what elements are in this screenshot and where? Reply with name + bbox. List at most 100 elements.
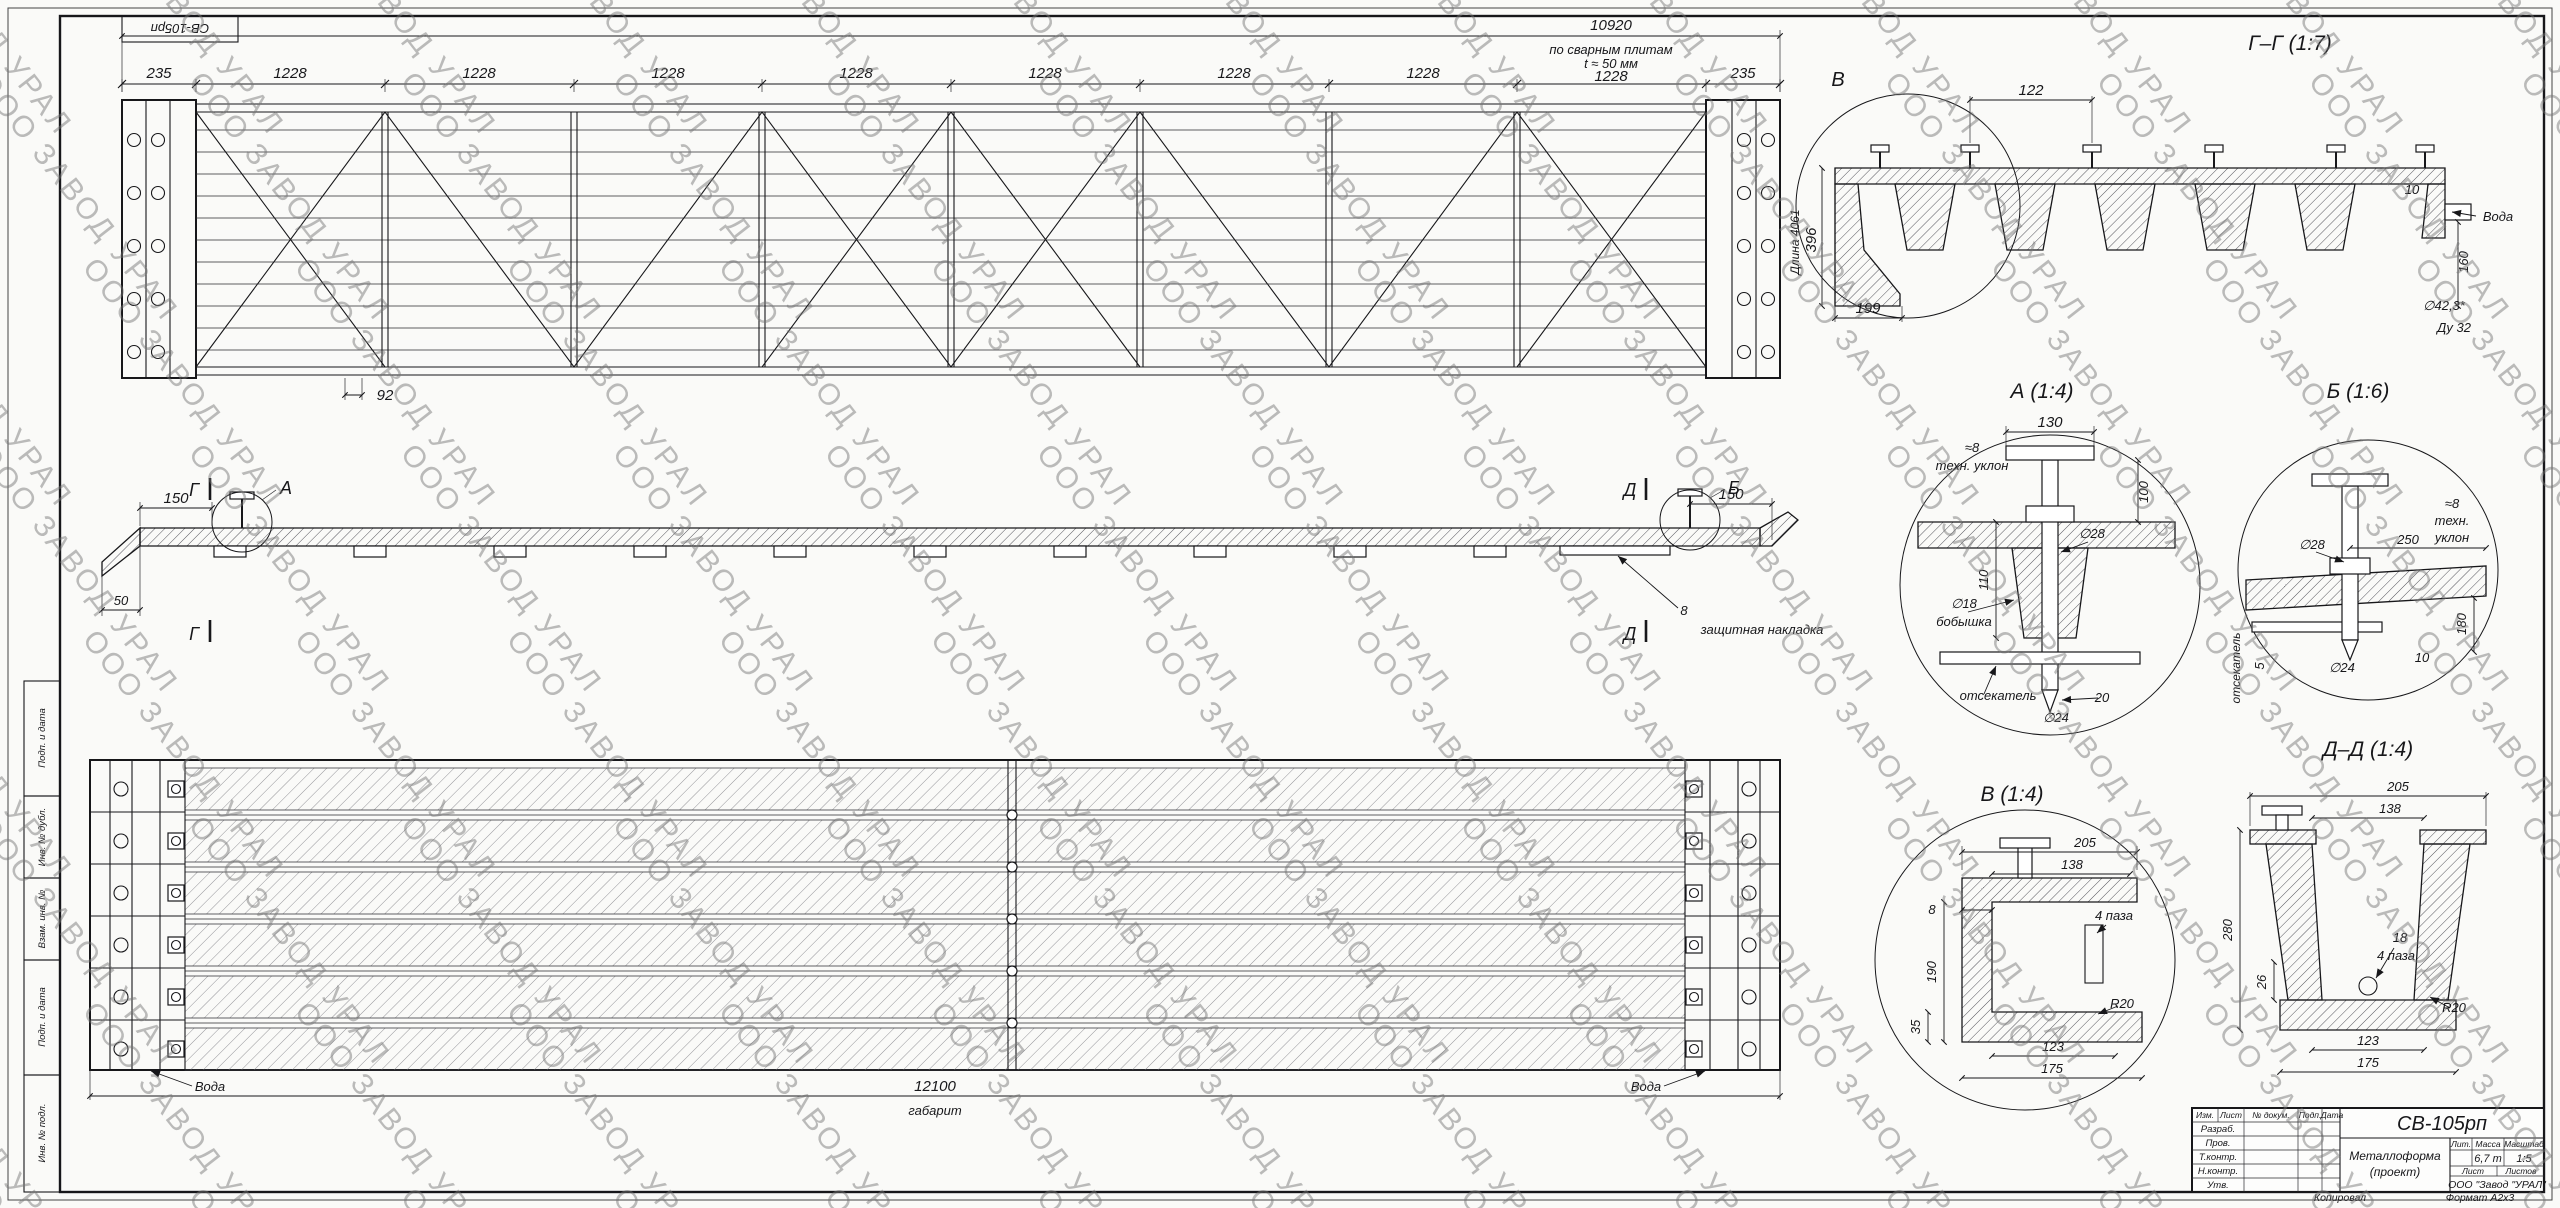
detail-mark: В (1831, 69, 1844, 91)
dim-label: 123 (2357, 1033, 2379, 1048)
tb-name: Металлоформа (2349, 1149, 2441, 1163)
dim-label: 5 (2252, 662, 2267, 670)
anchor-bolts (1870, 144, 2435, 168)
tb-col: Лист (2219, 1110, 2242, 1120)
note-water: Вода (1631, 1079, 1661, 1094)
end-clamp-right (1705, 99, 1781, 379)
dim-label: 150 (1718, 486, 1744, 503)
tb-col: Изм. (2196, 1110, 2214, 1120)
note-boss: бобышка (1936, 614, 1992, 629)
section-gg: Г–Г (1:7) 122 396 Длина 4061 199 10 Вода… (1788, 32, 2513, 335)
dim-label: 1228 (462, 65, 496, 82)
dim-label: ∅24 (2329, 660, 2355, 675)
tb-col: Подп. (2299, 1110, 2322, 1120)
dim-label: 175 (2357, 1055, 2379, 1070)
dim-label: 250 (2396, 532, 2419, 547)
note-length: Длина 4061 (1788, 209, 1802, 276)
dim-label: 8 (1680, 603, 1688, 618)
dim-label: 1228 (651, 65, 685, 82)
note-slots: 4 паза (2377, 948, 2415, 963)
detail-mark: А (279, 478, 292, 498)
dim-label: 205 (2386, 779, 2409, 794)
note-slots: 4 паза (2095, 908, 2133, 923)
dim-label: 110 (1976, 569, 1991, 590)
dim-label: 235 (1729, 65, 1756, 82)
dim-label: 123 (2042, 1039, 2064, 1054)
tb-kopiroval: Копировал (2314, 1192, 2366, 1204)
note-water: Вода (195, 1079, 225, 1094)
dim-label: 92 (377, 387, 394, 404)
view-title: Б (1:6) (2327, 380, 2390, 403)
dim-label: 10 (2415, 650, 2430, 665)
dim-label: 138 (2379, 801, 2401, 816)
tb-label: Масса (2475, 1139, 2500, 1149)
note-pad: защитная накладка (1700, 622, 1824, 637)
dim-label: 20 (2094, 690, 2110, 705)
dim-label: 205 (2073, 835, 2096, 850)
tb-label: Масштаб (2504, 1139, 2545, 1149)
dim-label: 26 (2254, 974, 2269, 990)
dim-label: 235 (145, 65, 172, 82)
margin-label: Подп. и дата (37, 987, 48, 1046)
tb-row: Т.контр. (2199, 1152, 2237, 1163)
dim-label: 150 (163, 490, 189, 507)
note-cutoff: отсекатель (2229, 633, 2243, 704)
dim-label: 280 (2220, 918, 2235, 941)
dim-note: габарит (908, 1103, 961, 1118)
dim-label: 1228 (1028, 65, 1062, 82)
dim-label: 10 (2405, 182, 2420, 197)
tb-col: № докум. (2252, 1110, 2289, 1120)
note-thickness: t ≈ 50 мм (1584, 56, 1638, 71)
dim-label: 180 (2454, 612, 2469, 634)
note-slope: ≈8 (1965, 440, 1980, 455)
detail-b: Б (1:6) ≈8 техн. уклон ∅28 250 180 ∅24 1… (2229, 380, 2499, 704)
tb-company: ООО "Завод "УРАЛ" (2448, 1179, 2547, 1191)
margin-label: Инв. № подл. (37, 1104, 48, 1163)
tb-row: Утв. (2206, 1180, 2229, 1191)
margin-label: Подп. и дата (37, 708, 48, 767)
dim-label: ∅42,3* (2423, 298, 2466, 313)
tb-row: Н.контр. (2198, 1166, 2238, 1177)
corner-stamp: СВ-105рп (121, 15, 239, 43)
dim-label: 50 (114, 593, 129, 608)
note-slope: техн. уклон (1936, 458, 2009, 473)
dim-label: R20 (2442, 1000, 2467, 1015)
section-mark: Г (189, 480, 200, 500)
dim-label: 122 (2018, 82, 2044, 99)
dim-label: 35 (1908, 1019, 1923, 1034)
side-view: Г Г Д Д А Б 150 50 150 8 защитная наклад… (98, 478, 1824, 644)
tb-doc-code: СВ-105рп (2397, 1113, 2487, 1135)
tb-value-mass: 6,7 т (2474, 1153, 2502, 1165)
section-dd: Д–Д (1:4) 205 138 280 26 18 4 паза R20 1… (2220, 738, 2490, 1076)
dim-label-panel: 1228 (1594, 68, 1628, 85)
dim-label: ∅18 (1951, 596, 1978, 611)
section-mark: Д (1622, 480, 1637, 500)
dim-label: R20 (2110, 996, 2135, 1011)
title-block: Изм. Лист № докум. Подп. Дата Разраб. Пр… (2191, 1107, 2547, 1204)
dim-label: 199 (1855, 300, 1881, 317)
note-slope: уклон (2434, 530, 2469, 545)
dim-label: 396 (1803, 227, 1820, 253)
dim-label: ∅28 (2079, 526, 2106, 541)
protective-pad (1559, 545, 1671, 556)
section-mark: Г (189, 624, 200, 644)
top-view: 10920 по сварным плитам t ≈ 50 мм 1228 2… (117, 17, 1785, 404)
slot (2084, 924, 2104, 984)
tie-bolts (167, 780, 1703, 1058)
dim-label: ∅28 (2299, 537, 2326, 552)
view-title: Д–Д (1:4) (2321, 738, 2413, 761)
dim-label: 1228 (839, 65, 873, 82)
corner-stamp-code: СВ-105рп (151, 21, 209, 36)
tb-label: Лит. (2450, 1139, 2471, 1149)
plan-view: 12100 габарит Вода Вода (86, 759, 1784, 1118)
detail-a: А (1:4) 130 ≈8 техн. уклон ∅28 100 110 ∅… (1899, 380, 2201, 736)
dim-label: 1228 (273, 65, 307, 82)
note-plates: по сварным плитам (1549, 42, 1672, 57)
dim-label: 12100 (914, 1078, 956, 1095)
slot-hole (2358, 976, 2378, 996)
tb-col: Дата (2320, 1110, 2344, 1120)
tb-row: Пров. (2205, 1138, 2230, 1149)
dim-label: 1228 (1217, 65, 1251, 82)
dim-label-overall: 10920 (1590, 17, 1632, 34)
